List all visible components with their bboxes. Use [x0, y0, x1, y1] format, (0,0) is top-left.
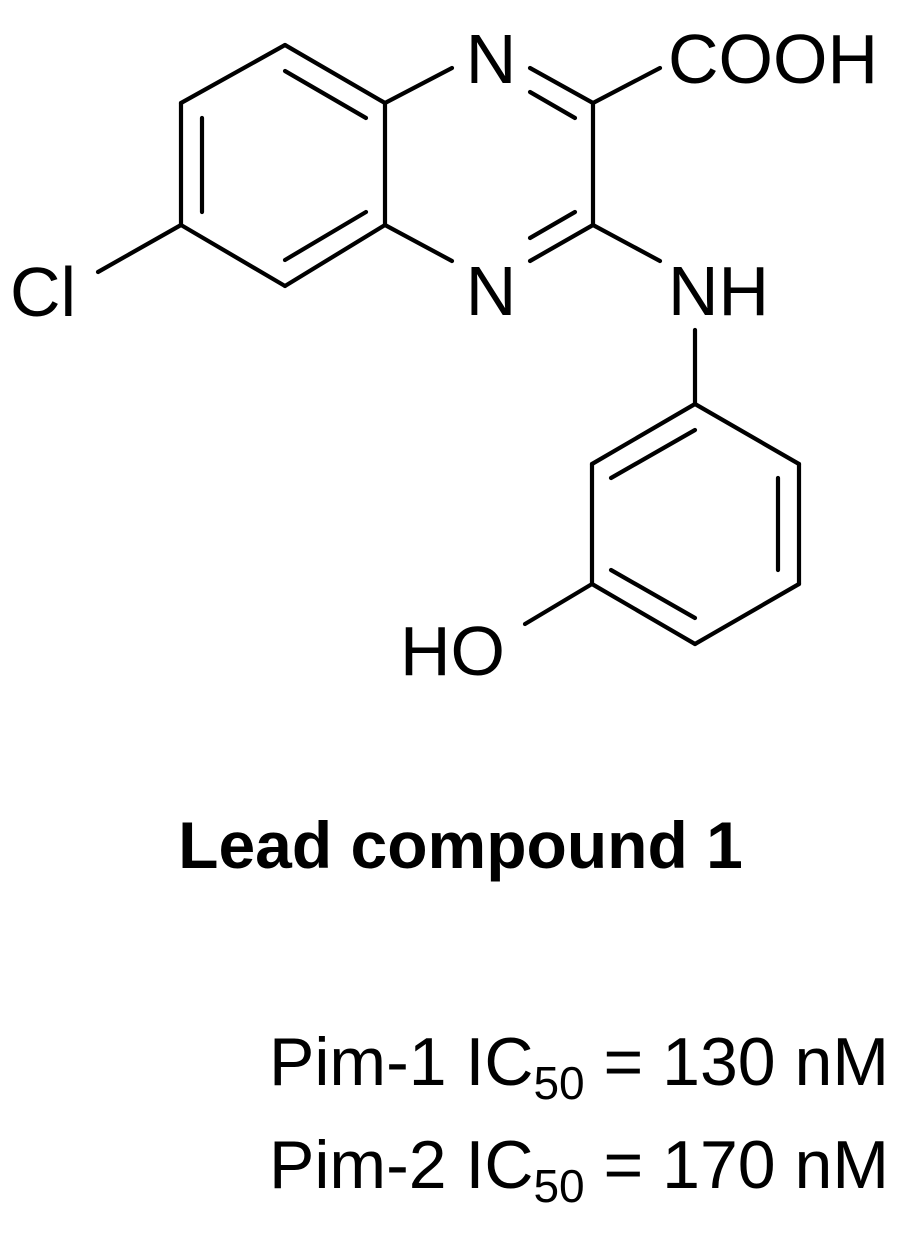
bond — [590, 222, 663, 264]
bond — [382, 65, 455, 106]
activity-measure: IC50 — [465, 1127, 585, 1212]
activity-relation: = — [603, 1024, 644, 1100]
atom-label-cooh: COOH — [668, 20, 878, 98]
activity-value: 130 — [662, 1024, 776, 1100]
compound-caption: Lead compound 1 — [178, 808, 743, 882]
bond-double-inner — [282, 209, 369, 263]
activity-target: Pim-1 — [268, 1024, 447, 1100]
bond-double-inner — [608, 427, 698, 481]
bond — [95, 222, 184, 275]
activity-value: 170 — [662, 1127, 776, 1203]
atom-label-nitrogen-top: N — [466, 20, 517, 98]
bond — [522, 581, 595, 627]
bond — [527, 222, 596, 264]
bond — [692, 581, 802, 647]
bond — [178, 42, 288, 106]
activity-row-pim1: Pim-1 IC50 = 130 nM — [268, 1022, 889, 1109]
bond-double-inner — [527, 209, 578, 241]
atom-label-nh: NH — [668, 252, 769, 330]
atom-label-hydroxyl: HO — [400, 612, 505, 690]
activity-measure: IC50 — [465, 1024, 585, 1109]
activity-unit: nM — [794, 1127, 889, 1203]
bond — [282, 222, 388, 289]
bond — [590, 65, 663, 106]
bond-double-inner — [282, 68, 369, 121]
bond — [282, 42, 388, 106]
activity-row-pim2: Pim-2 IC50 = 170 nM — [268, 1125, 889, 1212]
bond — [589, 401, 698, 467]
atom-label-chlorine: Cl — [10, 253, 76, 331]
bond — [527, 65, 596, 106]
activity-subscript: 50 — [533, 1160, 585, 1212]
bond — [692, 401, 802, 467]
bond-double-inner — [608, 567, 698, 621]
activity-target: Pim-2 — [268, 1127, 447, 1203]
bond-double-inner — [527, 89, 578, 121]
activity-unit: nM — [794, 1024, 889, 1100]
activity-subscript: 50 — [533, 1057, 585, 1109]
bond — [382, 222, 455, 264]
activity-relation: = — [603, 1127, 644, 1203]
chemical-structure: N N COOH NH Cl HO — [10, 20, 878, 690]
bond — [589, 581, 698, 647]
bond — [178, 222, 288, 289]
atom-label-nitrogen-bottom: N — [466, 252, 517, 330]
